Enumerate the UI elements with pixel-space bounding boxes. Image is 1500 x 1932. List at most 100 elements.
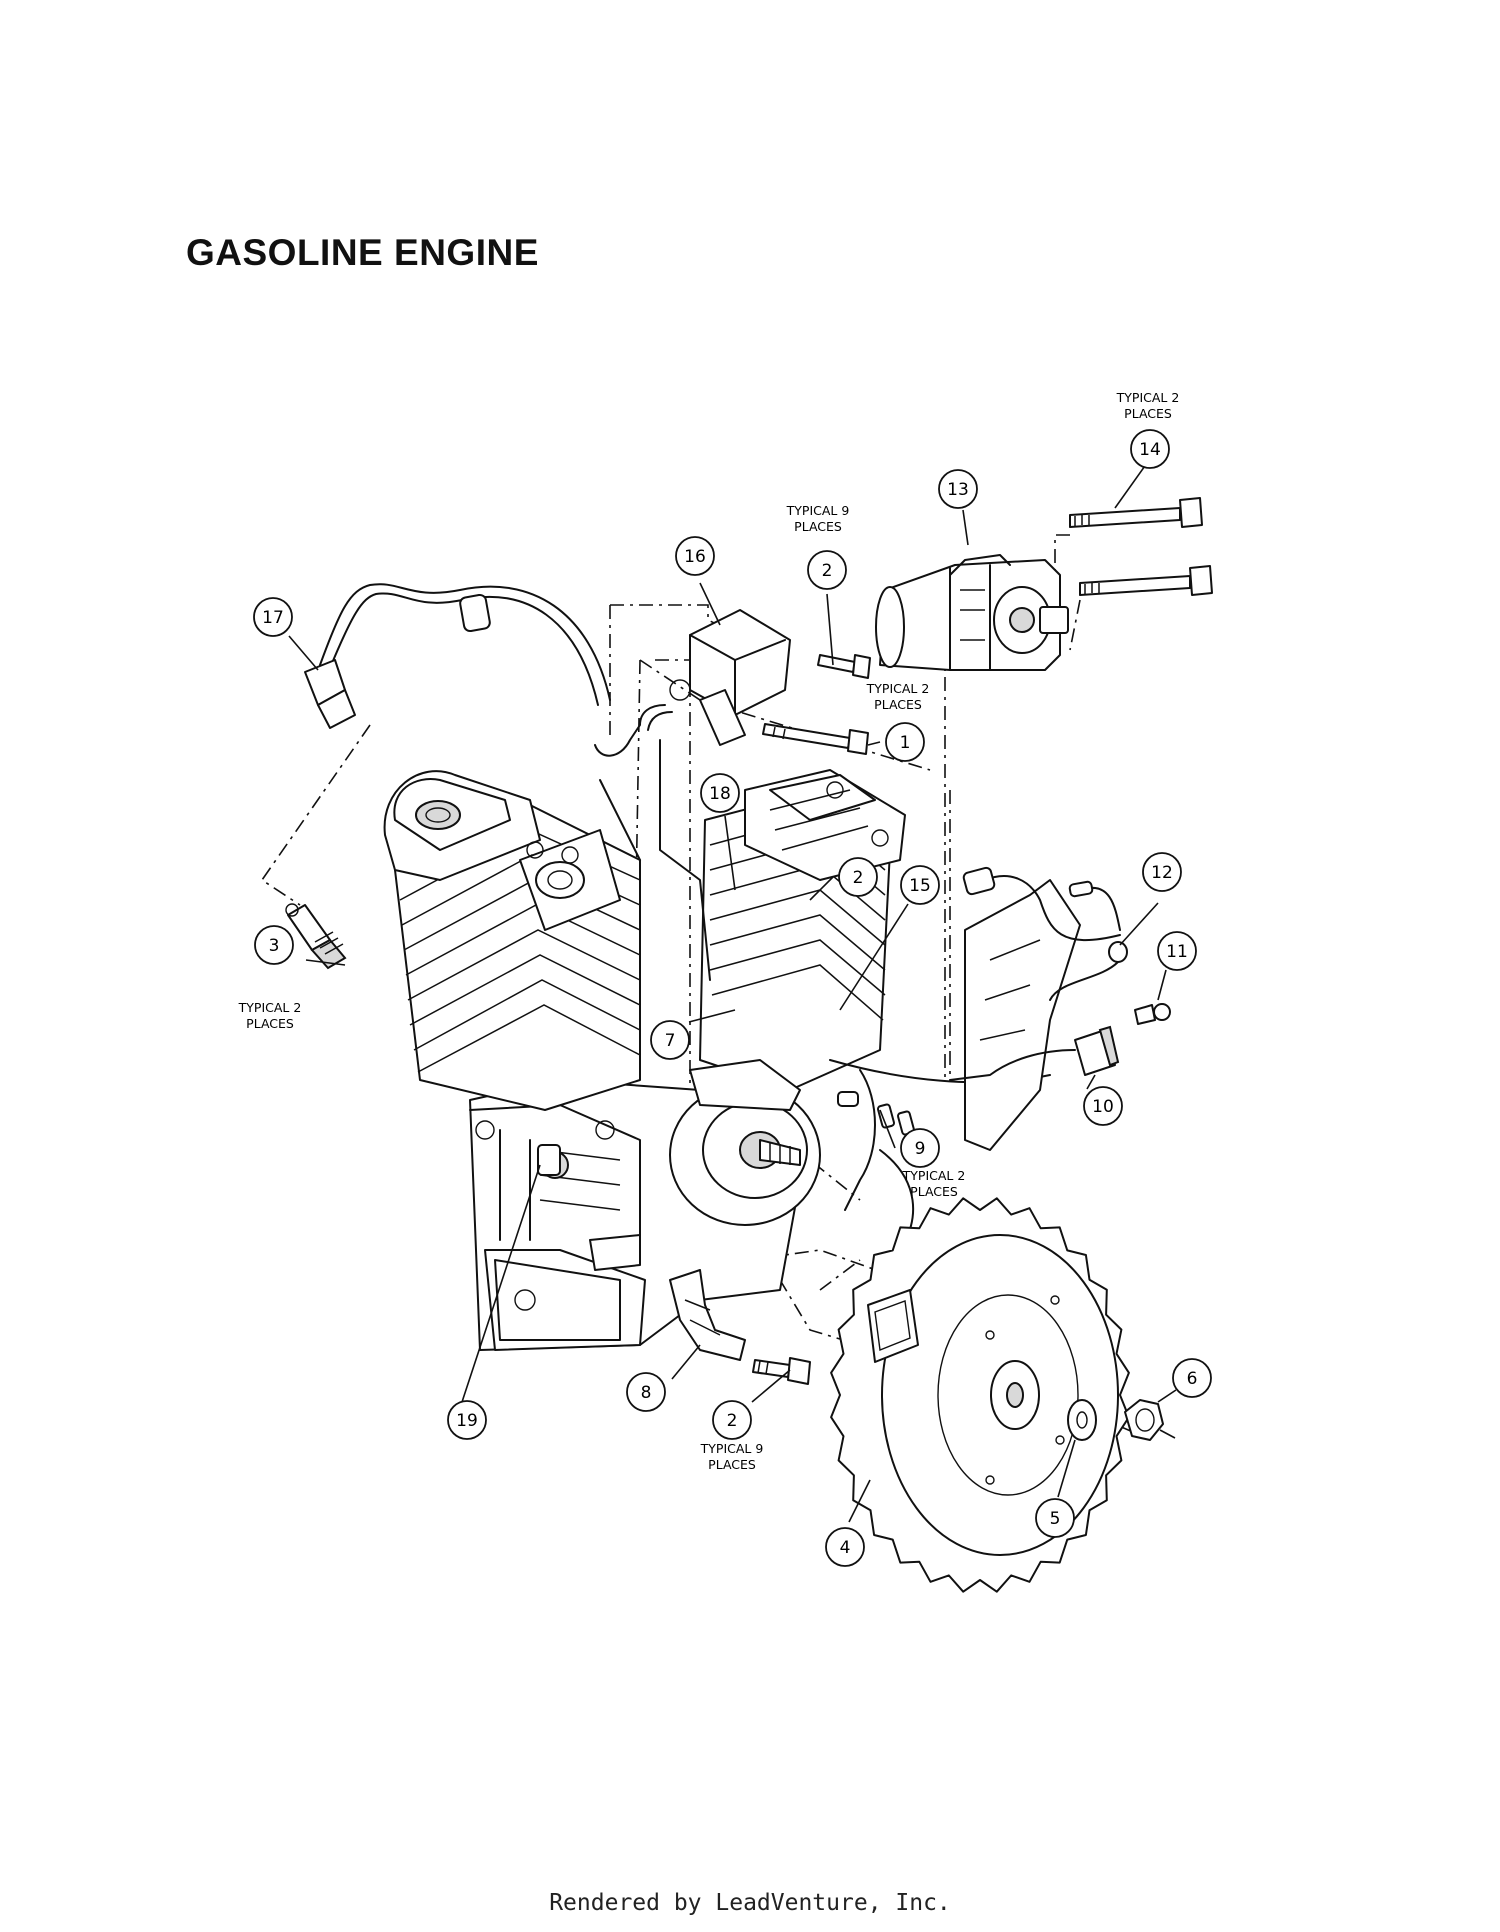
callout-14: 14 (1130, 429, 1170, 469)
callout-9: 9 (900, 1128, 940, 1168)
callout-number: 2 (822, 561, 833, 581)
callout-2: 2 (838, 857, 878, 897)
voltage-regulator (949, 1025, 1120, 1081)
flywheel-nut (1124, 1399, 1176, 1441)
note-line-2: PLACES (794, 519, 842, 534)
callout-number: 7 (665, 1031, 676, 1051)
callout-2: 2 (712, 1400, 752, 1440)
callout-circle (700, 773, 740, 813)
starter-bolts (1069, 497, 1213, 596)
note-line-1: TYPICAL 9 (700, 1441, 764, 1456)
callout-number: 14 (1139, 440, 1161, 460)
wire-terminals (837, 1091, 915, 1136)
callout-number: 4 (840, 1538, 851, 1558)
callout-number: 9 (915, 1139, 926, 1159)
note-line-1: TYPICAL 2 (866, 681, 930, 696)
callout-11: 11 (1157, 931, 1197, 971)
callout-number: 1 (900, 733, 911, 753)
callout-circle (1142, 852, 1182, 892)
note-line-2: PLACES (246, 1016, 294, 1031)
callout-number: 13 (947, 480, 969, 500)
callout-circle (253, 597, 293, 637)
flywheel-hole (1055, 1435, 1065, 1445)
callout-10: 10 (1083, 1086, 1123, 1126)
callout-circle (900, 865, 940, 905)
starter-motor (875, 554, 1069, 671)
note-line-2: PLACES (874, 697, 922, 712)
callout-7: 7 (650, 1020, 690, 1060)
flywheel-hole (985, 1330, 995, 1340)
callout-number: 6 (1187, 1369, 1198, 1389)
callout-circle (447, 1400, 487, 1440)
note-line-2: PLACES (1124, 406, 1172, 421)
callout-13: 13 (938, 469, 978, 509)
callout-circle (938, 469, 978, 509)
callout-8: 8 (626, 1372, 666, 1412)
coil-mounting-bolts (762, 654, 871, 755)
flywheel-hole (985, 1475, 995, 1485)
callout-circle (650, 1020, 690, 1060)
callout-4: 4 (825, 1527, 865, 1567)
callout-12: 12 (1142, 852, 1182, 892)
callout-circle (807, 550, 847, 590)
callout-3: 3 (254, 925, 294, 965)
callout-6: 6 (1172, 1358, 1212, 1398)
note-line-1: TYPICAL 9 (786, 503, 850, 518)
page-title: GASOLINE ENGINE (186, 232, 539, 273)
callout-number: 10 (1092, 1097, 1114, 1117)
note-line-2: PLACES (708, 1457, 756, 1472)
ignition-coil (594, 609, 791, 757)
flywheel-hole (1050, 1295, 1060, 1305)
flywheel (830, 1197, 1130, 1593)
ignition-module (669, 1269, 746, 1361)
callout-circle (1083, 1086, 1123, 1126)
footer-credit: Rendered by LeadVenture, Inc. (549, 1890, 951, 1916)
note-line-1: TYPICAL 2 (238, 1000, 302, 1015)
callout-circle (712, 1400, 752, 1440)
callout-number: 3 (269, 936, 280, 956)
callout-5: 5 (1035, 1498, 1075, 1538)
callout-number: 5 (1050, 1509, 1061, 1529)
callout-number: 19 (456, 1411, 478, 1431)
module-bolt (752, 1357, 811, 1385)
callout-number: 18 (709, 784, 731, 804)
flywheel-magnet-inner (874, 1300, 911, 1351)
oil-fill-cap (537, 1144, 561, 1176)
note-line-2: PLACES (910, 1184, 958, 1199)
callout-number: 11 (1166, 942, 1188, 962)
callout-circle (900, 1128, 940, 1168)
callout-17: 17 (253, 597, 293, 637)
regulator-bracket (962, 866, 1128, 1151)
callout-number: 2 (853, 868, 864, 888)
note-line-1: TYPICAL 2 (1116, 390, 1180, 405)
callout-circle (1035, 1498, 1075, 1538)
callout-circle (1130, 429, 1170, 469)
callout-number: 16 (684, 547, 706, 567)
callout-2: 2 (807, 550, 847, 590)
leader-lines (288, 462, 1177, 1523)
callout-circle (1172, 1358, 1212, 1398)
callout-number: 15 (909, 876, 931, 896)
screw-11 (1134, 1003, 1171, 1025)
callout-15: 15 (900, 865, 940, 905)
callout-circle (675, 536, 715, 576)
callout-number: 8 (641, 1383, 652, 1403)
washer (1067, 1399, 1097, 1441)
callout-circle (885, 722, 925, 762)
callout-16: 16 (675, 536, 715, 576)
callout-number: 12 (1151, 863, 1173, 883)
note-line-1: TYPICAL 2 (902, 1168, 966, 1183)
callout-circle (626, 1372, 666, 1412)
callout-number: 17 (262, 608, 284, 628)
callout-circle (254, 925, 294, 965)
callout-circle (838, 857, 878, 897)
